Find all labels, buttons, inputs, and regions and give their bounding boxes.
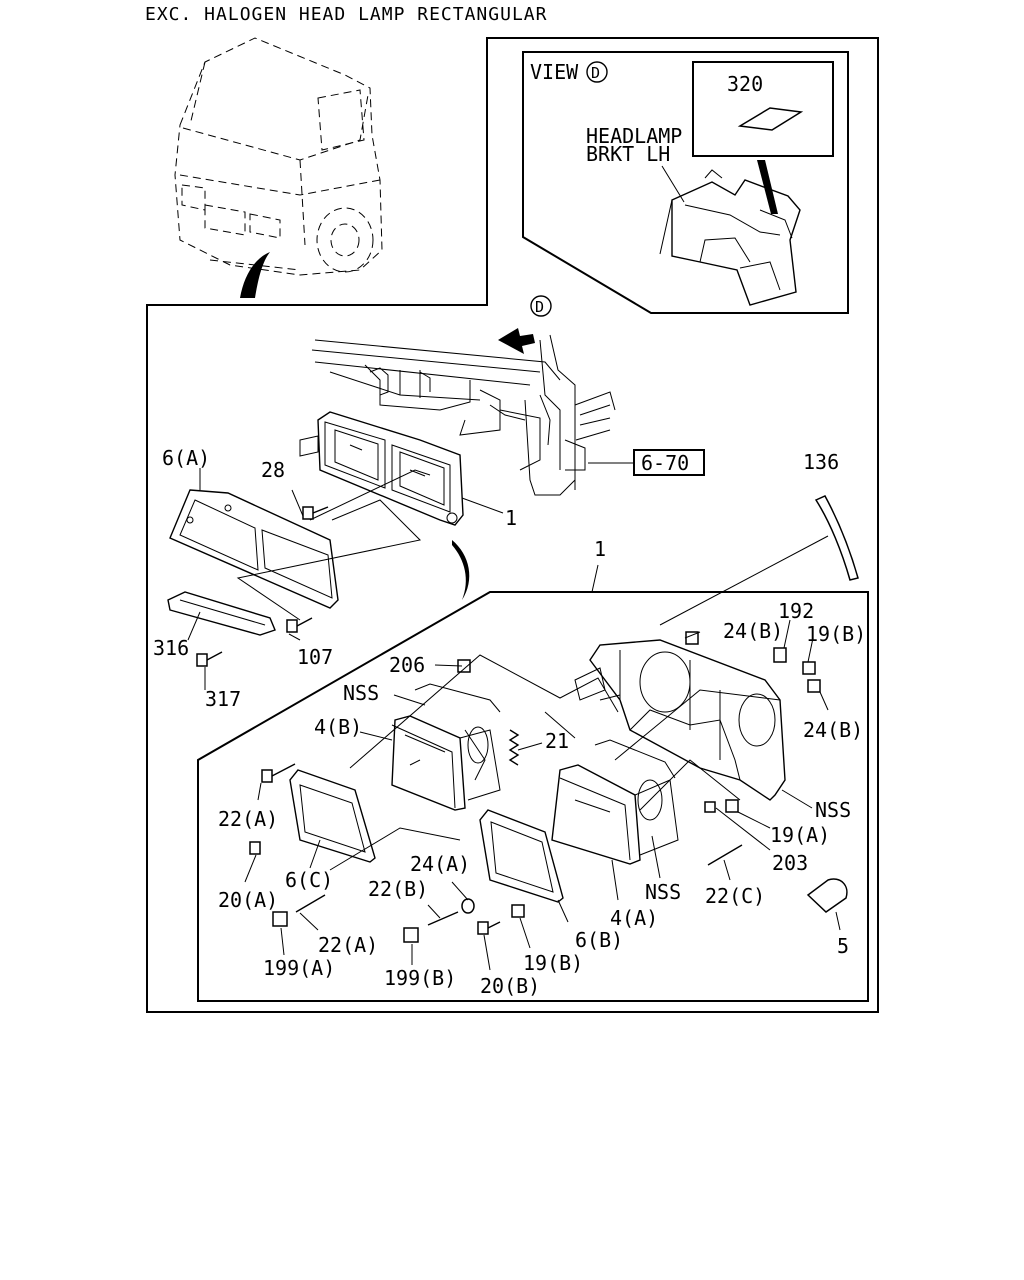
bezel-6a bbox=[169, 489, 339, 609]
callout-19b-upper: 19(B) bbox=[806, 622, 866, 646]
routing-line-4 bbox=[614, 689, 781, 761]
callout-203: 203 bbox=[772, 851, 808, 875]
headlamp-housing-assembly bbox=[299, 411, 464, 526]
view-d-frame bbox=[522, 51, 849, 314]
grommet-24b-right bbox=[807, 679, 821, 693]
view-direction-arrow bbox=[498, 328, 535, 354]
callout-labels: 6(A) 28 1 136 316 107 317 1 192 24(B) 19… bbox=[153, 446, 866, 998]
pad-pointer-arrow bbox=[757, 160, 778, 214]
callout-136: 136 bbox=[803, 450, 839, 474]
diagram-title: EXC. HALOGEN HEAD LAMP RECTANGULAR bbox=[145, 4, 547, 25]
rim-6c bbox=[289, 769, 376, 863]
rim-6b bbox=[479, 809, 564, 903]
callout-199a: 199(A) bbox=[263, 956, 335, 980]
routing-line-1 bbox=[349, 654, 619, 769]
callout-317: 317 bbox=[205, 687, 241, 711]
callout-28: 28 bbox=[261, 458, 285, 482]
dash-link-bezel bbox=[309, 469, 431, 521]
callout-1-upper: 1 bbox=[505, 506, 517, 530]
strip-316 bbox=[167, 591, 276, 636]
nut-19b-upper bbox=[802, 661, 816, 675]
view-d-marker: D bbox=[591, 64, 600, 82]
arrow-marker: D bbox=[535, 298, 544, 316]
screw-28 bbox=[302, 506, 329, 520]
callout-nss-right: NSS bbox=[815, 798, 851, 822]
screw-203 bbox=[704, 801, 716, 813]
screw-107 bbox=[286, 617, 313, 633]
callout-5: 5 bbox=[837, 934, 849, 958]
curved-pointer-arrow-2 bbox=[452, 540, 470, 600]
spring-21 bbox=[508, 729, 520, 766]
part-320-pad bbox=[737, 107, 804, 131]
screw-22a-lower bbox=[295, 894, 326, 913]
callout-24b-upper: 24(B) bbox=[723, 619, 783, 643]
main-frame bbox=[146, 37, 879, 1013]
callout-22c: 22(C) bbox=[705, 884, 765, 908]
callout-19b-lower: 19(B) bbox=[523, 951, 583, 975]
callout-24b-right: 24(B) bbox=[803, 718, 863, 742]
routing-line-5 bbox=[329, 827, 461, 871]
nut-19a bbox=[725, 799, 739, 813]
routing-line-3 bbox=[639, 759, 741, 811]
leader-136 bbox=[659, 535, 829, 626]
callout-206: 206 bbox=[389, 653, 425, 677]
headlamp-bracket-lh bbox=[659, 169, 801, 306]
grommet-24a bbox=[461, 898, 475, 914]
callout-199b: 199(B) bbox=[384, 966, 456, 990]
screw-20a bbox=[249, 841, 261, 855]
view-d-marker-circle bbox=[586, 61, 608, 83]
headlamp-bracket-label-2: BRKT LH bbox=[586, 142, 670, 166]
callout-6c: 6(C) bbox=[285, 868, 333, 892]
callout-4a: 4(A) bbox=[610, 906, 658, 930]
clip-136 bbox=[814, 495, 859, 581]
callout-316: 316 bbox=[153, 636, 189, 660]
arrow-marker-circle bbox=[530, 295, 552, 317]
screw-22a-upper bbox=[261, 763, 296, 783]
callout-21: 21 bbox=[545, 729, 569, 753]
callout-4b: 4(B) bbox=[314, 715, 362, 739]
callout-22a-upper: 22(A) bbox=[218, 807, 278, 831]
truck-front-view bbox=[174, 37, 383, 276]
nut-199b bbox=[403, 927, 419, 943]
callout-1-lower: 1 bbox=[594, 537, 606, 561]
callout-22a-lower: 22(A) bbox=[318, 933, 378, 957]
reference-box-label: 6-70 bbox=[641, 451, 689, 475]
callout-19a: 19(A) bbox=[770, 823, 830, 847]
leader-1-lower bbox=[591, 564, 599, 593]
nut-19b-lower bbox=[511, 904, 525, 918]
callout-nss-upper: NSS bbox=[343, 681, 379, 705]
view-d-label: VIEW bbox=[530, 60, 579, 84]
callout-6b: 6(B) bbox=[575, 928, 623, 952]
cab-frame-structure bbox=[311, 334, 616, 496]
headlamp-4a bbox=[551, 739, 679, 865]
clip-192 bbox=[773, 647, 787, 663]
screw-22c bbox=[707, 844, 743, 866]
screw-317 bbox=[196, 651, 223, 667]
screw-22b bbox=[427, 911, 459, 926]
callout-107: 107 bbox=[297, 645, 333, 669]
routing-line-2 bbox=[544, 711, 576, 739]
part-320-label: 320 bbox=[727, 72, 763, 96]
callout-192: 192 bbox=[778, 599, 814, 623]
curved-pointer-arrow-1 bbox=[240, 252, 270, 298]
headlamp-bracket-label-1: HEADLAMP bbox=[586, 124, 682, 148]
callout-20a: 20(A) bbox=[218, 888, 278, 912]
headlamp-4b bbox=[391, 683, 501, 811]
dash-link-bezel-2 bbox=[236, 499, 422, 621]
nut-199a bbox=[272, 911, 288, 927]
screw-20b bbox=[477, 921, 501, 935]
callout-nss-lower: NSS bbox=[645, 880, 681, 904]
callout-20b: 20(B) bbox=[480, 974, 540, 998]
assembly-detail-frame bbox=[197, 591, 869, 1002]
callout-24a: 24(A) bbox=[410, 852, 470, 876]
bulb-5 bbox=[806, 878, 848, 913]
callout-6a: 6(A) bbox=[162, 446, 210, 470]
headlamp-bracket bbox=[574, 639, 786, 801]
leader-1-upper bbox=[461, 497, 504, 514]
part-320-inset-box bbox=[692, 61, 834, 157]
callout-22b: 22(B) bbox=[368, 877, 428, 901]
leader-lines bbox=[187, 468, 841, 971]
